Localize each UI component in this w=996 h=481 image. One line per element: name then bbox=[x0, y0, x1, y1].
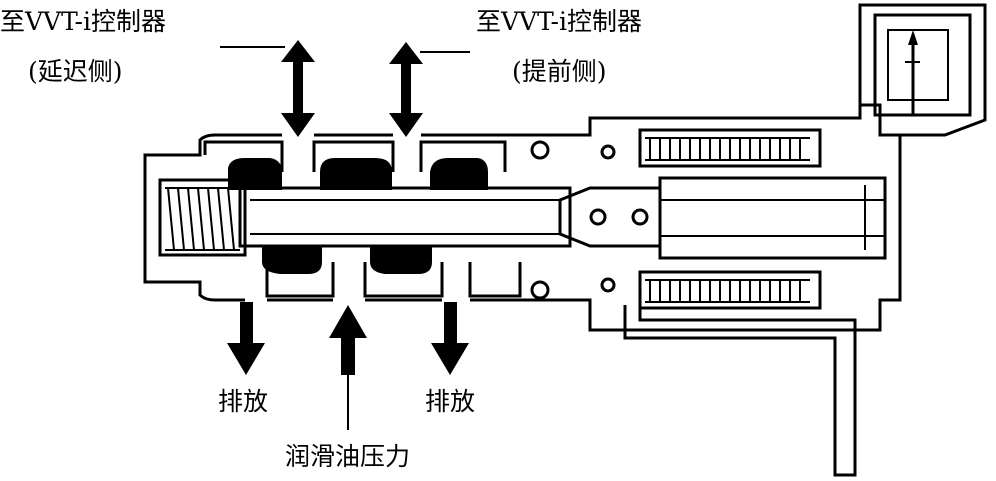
mounting-bracket bbox=[623, 305, 857, 477]
spool-land-top-3 bbox=[430, 158, 488, 190]
double-arrow-retard bbox=[281, 40, 315, 137]
o-ring-top bbox=[530, 140, 550, 160]
spool-land-top-2 bbox=[320, 158, 392, 190]
drain-arrow-left bbox=[227, 302, 265, 375]
label-retard-line1: 至VVT-i控制器 bbox=[0, 7, 166, 36]
spool-land-bottom-2 bbox=[370, 245, 432, 274]
double-arrow-advance bbox=[389, 42, 423, 137]
solenoid-coil-bottom bbox=[638, 270, 822, 310]
label-advance-line1: 至VVT-i控制器 bbox=[476, 7, 642, 36]
o-ring-bottom bbox=[530, 280, 550, 300]
port-boss-top-3 bbox=[419, 140, 507, 172]
solenoid-coil-top bbox=[638, 128, 822, 168]
spool-land-top-1 bbox=[228, 158, 282, 190]
port-boss-bottom-1 bbox=[265, 262, 335, 298]
label-drain-right: 排放 bbox=[425, 387, 475, 416]
label-oil-pressure: 润滑油压力 bbox=[285, 442, 410, 471]
plunger bbox=[558, 176, 887, 260]
oil-pressure-arrow bbox=[329, 305, 367, 375]
port-boss-top-1 bbox=[203, 140, 284, 172]
electrical-connector bbox=[858, 3, 987, 137]
port-boss-bottom-2 bbox=[363, 262, 444, 298]
spool-land-bottom-1 bbox=[262, 245, 322, 274]
label-retard-line2: (延迟侧) bbox=[28, 57, 123, 86]
spool-shaft bbox=[238, 186, 572, 248]
return-spring bbox=[158, 178, 247, 257]
port-boss-top-2 bbox=[312, 140, 395, 172]
drain-arrow-right bbox=[431, 302, 469, 375]
port-boss-bottom-3 bbox=[468, 262, 522, 298]
label-advance-line2: (提前侧) bbox=[512, 57, 607, 86]
label-drain-left: 排放 bbox=[218, 387, 268, 416]
